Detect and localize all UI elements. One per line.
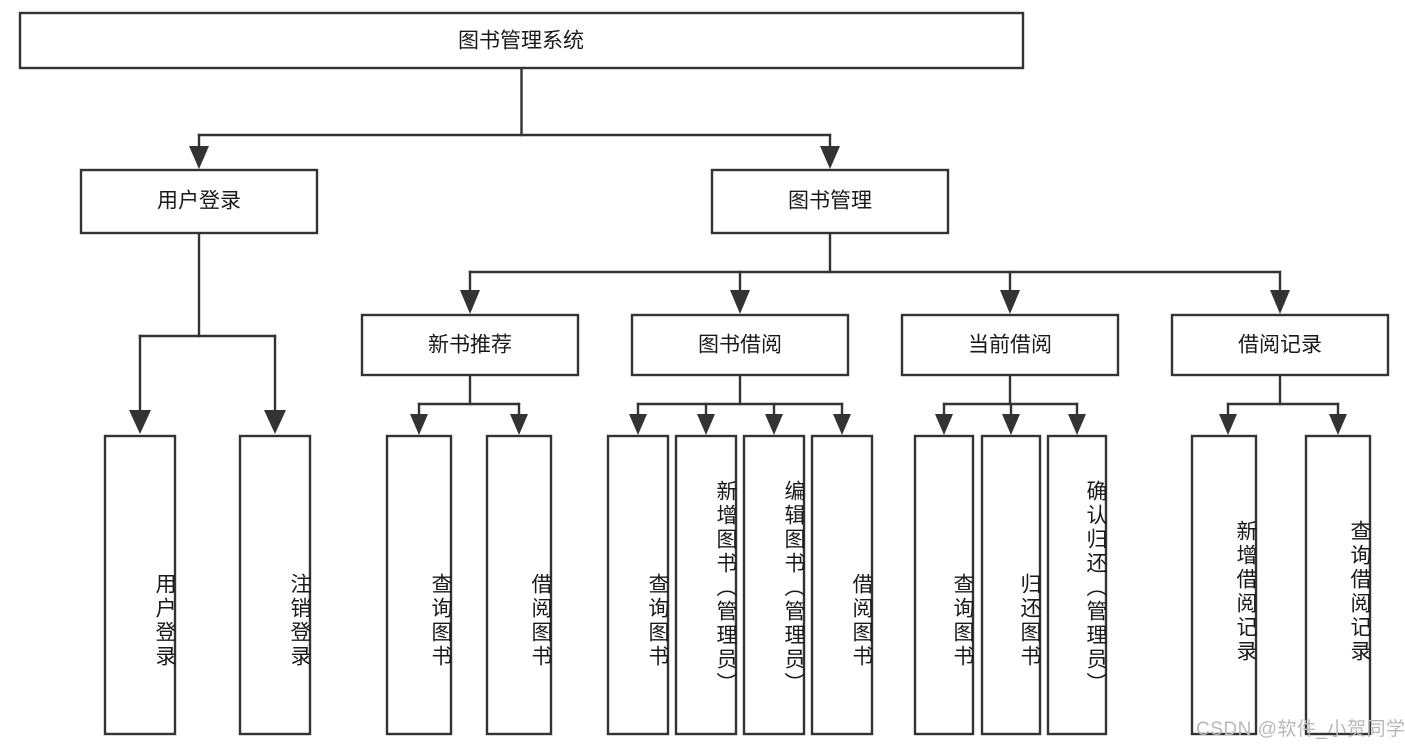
node-box-new-book-rec[interactable] xyxy=(360,313,580,377)
connector-borrowrecord-to-leaves xyxy=(1219,374,1347,435)
node-label-current-borrow: 当前借阅 xyxy=(968,334,1052,357)
node-book-manage[interactable]: 图书管理 xyxy=(710,168,950,235)
node-box-book-manage[interactable] xyxy=(710,168,950,235)
arrow-head-icon xyxy=(1329,414,1347,435)
arrow-head-icon xyxy=(833,414,851,435)
connector-root-to-level2 xyxy=(189,66,840,169)
node-borrow-record[interactable]: 借阅记录 xyxy=(1170,313,1390,377)
connector-currentborrow-to-leaves xyxy=(935,374,1086,435)
arrow-head-icon xyxy=(935,414,953,435)
node-box-leaf-borrow-book-1[interactable] xyxy=(485,434,553,736)
node-label-book-borrow: 图书借阅 xyxy=(698,334,782,357)
node-box-leaf-query-book-1[interactable] xyxy=(385,434,453,736)
arrow-head-icon xyxy=(820,146,840,169)
arrow-head-icon xyxy=(730,290,750,314)
arrow-head-icon xyxy=(1002,414,1020,435)
node-box-book-borrow[interactable] xyxy=(630,313,850,377)
arrow-head-icon xyxy=(697,414,715,435)
node-user-login[interactable]: 用户登录 xyxy=(79,168,319,235)
node-box-user-login[interactable] xyxy=(79,168,319,235)
arrow-head-icon xyxy=(1068,414,1086,435)
node-root[interactable]: 图书管理系统 xyxy=(18,11,1025,70)
arrow-head-icon xyxy=(629,414,647,435)
arrow-head-icon xyxy=(460,290,480,314)
node-label-borrow-record: 借阅记录 xyxy=(1238,334,1322,357)
node-box-leaf-logout[interactable] xyxy=(238,434,312,736)
node-box-leaf-query-record[interactable] xyxy=(1304,434,1372,736)
arrow-head-icon xyxy=(1270,290,1290,314)
arrow-head-icon xyxy=(510,414,528,435)
node-box-leaf-add-record[interactable] xyxy=(1190,434,1258,736)
node-box-leaf-confirm-return[interactable] xyxy=(1046,434,1108,736)
node-box-borrow-record[interactable] xyxy=(1170,313,1390,377)
node-current-borrow[interactable]: 当前借阅 xyxy=(900,313,1120,377)
connector-userlogin-to-leaves xyxy=(129,232,286,434)
node-box-leaf-return-book[interactable] xyxy=(980,434,1042,736)
arrow-head-icon xyxy=(410,414,428,435)
connector-bookmanage-to-level3 xyxy=(460,232,1290,314)
arrow-head-icon xyxy=(1219,414,1237,435)
csdn-watermark: CSDN @软件_小贺同学 xyxy=(1196,719,1405,740)
arrow-head-icon xyxy=(1000,290,1020,314)
node-box-leaf-edit-book[interactable] xyxy=(742,434,806,736)
node-new-book-rec[interactable]: 新书推荐 xyxy=(360,313,580,377)
node-box-current-borrow[interactable] xyxy=(900,313,1120,377)
node-box-leaf-query-book-3[interactable] xyxy=(913,434,975,736)
connector-newbookrec-to-leaves xyxy=(410,374,528,435)
arrow-head-icon xyxy=(129,410,151,434)
node-book-borrow[interactable]: 图书借阅 xyxy=(630,313,850,377)
node-box-leaf-borrow-book-2[interactable] xyxy=(810,434,874,736)
node-label-root: 图书管理系统 xyxy=(458,30,584,53)
node-box-leaf-query-book-2[interactable] xyxy=(606,434,670,736)
node-label-new-book-rec: 新书推荐 xyxy=(428,334,512,357)
arrow-head-icon xyxy=(189,146,209,169)
connector-bookborrow-to-leaves xyxy=(629,374,851,435)
arrow-head-icon xyxy=(264,410,286,434)
node-box-leaf-add-book[interactable] xyxy=(674,434,738,736)
arrow-head-icon xyxy=(765,414,783,435)
node-label-book-manage: 图书管理 xyxy=(788,190,872,213)
node-box-leaf-user-login[interactable] xyxy=(103,434,177,736)
node-box-root[interactable] xyxy=(18,11,1025,70)
node-label-user-login: 用户登录 xyxy=(157,190,241,213)
